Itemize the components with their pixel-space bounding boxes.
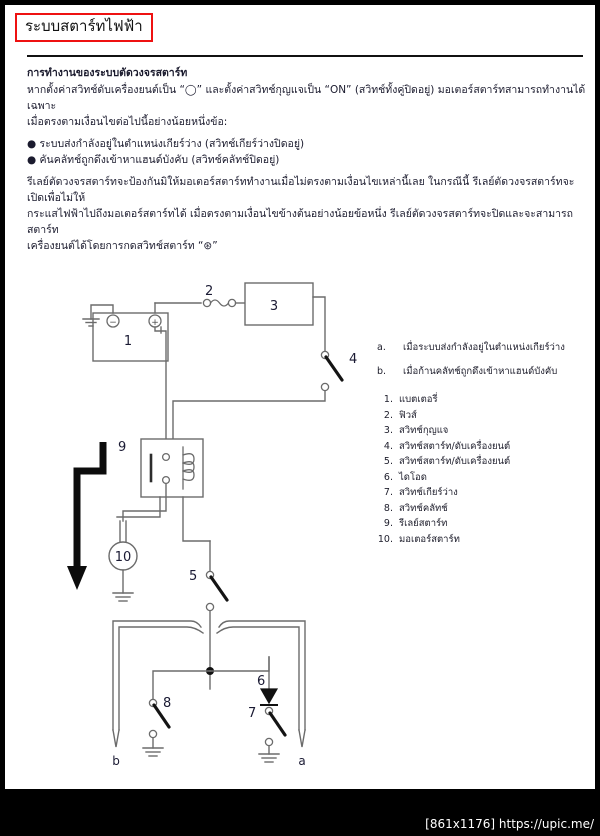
footer-bar: [861x1176] https://upic.me/ bbox=[0, 806, 600, 836]
list-item: 2. ฟิวส์ bbox=[373, 409, 588, 422]
legend-label: สวิทช์คลัทช์ bbox=[399, 502, 448, 514]
legend-label: ไดโอด bbox=[399, 471, 427, 483]
legend-key: 9. bbox=[383, 518, 393, 529]
battery-minus-terminal: − bbox=[109, 318, 117, 328]
legend-key: a. bbox=[377, 342, 386, 353]
terminal-label-a: a bbox=[298, 754, 305, 768]
legend-label: สวิทช์สตาร์ท/ดับเครื่องยนต์ bbox=[399, 456, 511, 467]
legend-label: มอเตอร์สตาร์ท bbox=[399, 533, 460, 545]
list-item: 3. สวิทช์กุญแจ bbox=[373, 424, 588, 437]
legend-label: เมื่อก้านคลัทช์ถูกดึงเข้าหาแฮนด์บังคับ bbox=[403, 366, 558, 377]
battery-plus-terminal: + bbox=[151, 318, 159, 328]
list-item: 8. สวิทช์คลัทช์ bbox=[373, 502, 588, 515]
page-title: ระบบสตาร์ทไฟฟ้า bbox=[15, 13, 153, 42]
callout-neutral-switch: 7 bbox=[248, 706, 256, 721]
legend-conditions: a. เมื่อระบบส่งกำลังอยู่ในตำแหน่งเกียร์ว… bbox=[373, 341, 588, 378]
callout-start-relay: 9 bbox=[118, 440, 126, 455]
list-item: 7. สวิทช์เกียร์ว่าง bbox=[373, 486, 588, 499]
legend-key: b. bbox=[377, 366, 387, 377]
title-divider bbox=[27, 55, 583, 57]
legend-label: เมื่อระบบส่งกำลังอยู่ในตำแหน่งเกียร์ว่าง bbox=[403, 342, 565, 353]
list-item: 5. สวิทช์สตาร์ท/ดับเครื่องยนต์ bbox=[373, 455, 588, 468]
legend-key: 7. bbox=[383, 487, 393, 498]
legend-key: 10. bbox=[377, 533, 393, 545]
list-item: 6. ไดโอด bbox=[373, 471, 588, 484]
callout-ignition-switch: 3 bbox=[270, 299, 278, 314]
legend-label: สวิทช์เกียร์ว่าง bbox=[399, 487, 458, 498]
paragraph-1: หากตั้งค่าสวิทช์ดับเครื่องยนต์เป็น “◯” แ… bbox=[27, 84, 586, 112]
callout-diode: 6 bbox=[257, 674, 265, 689]
body-text-block: การทำงานของระบบตัดวงจรสตาร์ท หากตั้งค่าส… bbox=[27, 65, 587, 254]
legend-label: สวิทช์กุญแจ bbox=[399, 425, 449, 436]
legend-key: 4. bbox=[383, 440, 393, 452]
list-item: 9. รีเลย์สตาร์ท bbox=[373, 517, 588, 530]
legend-key: 2. bbox=[383, 409, 393, 421]
callout-start-switch: 5 bbox=[189, 569, 197, 584]
list-item: 10. มอเตอร์สตาร์ท bbox=[373, 533, 588, 546]
legend-label: ฟิวส์ bbox=[399, 409, 417, 421]
legend-label: สวิทช์สตาร์ท/ดับเครื่องยนต์ bbox=[399, 440, 511, 452]
paragraph-3: รีเลย์ตัดวงจรสตาร์ทจะป้องกันมิให้มอเตอร์… bbox=[27, 176, 575, 204]
callout-battery: 1 bbox=[124, 334, 132, 349]
list-item: b. เมื่อก้านคลัทช์ถูกดึงเข้าหาแฮนด์บังคั… bbox=[373, 365, 588, 378]
bullet-1: ● ระบบส่งกำลังอยู่ในตำแหน่งเกียร์ว่าง (ส… bbox=[27, 138, 305, 150]
legend: a. เมื่อระบบส่งกำลังอยู่ในตำแหน่งเกียร์ว… bbox=[373, 341, 588, 548]
legend-parts: 1. แบตเตอรี่ 2. ฟิวส์ 3. สวิทช์กุญแจ 4. … bbox=[373, 393, 588, 546]
legend-label: รีเลย์สตาร์ท bbox=[399, 518, 448, 529]
bullet-2: ● คันคลัทช์ถูกดึงเข้าหาแฮนด์บังคับ (สวิท… bbox=[27, 154, 280, 166]
list-item: 4. สวิทช์สตาร์ท/ดับเครื่องยนต์ bbox=[373, 440, 588, 453]
list-item: a. เมื่อระบบส่งกำลังอยู่ในตำแหน่งเกียร์ว… bbox=[373, 341, 588, 354]
document-page: ระบบสตาร์ทไฟฟ้า การทำงานของระบบตัดวงจรสต… bbox=[5, 5, 595, 789]
legend-key: 5. bbox=[383, 456, 393, 467]
callout-clutch-switch: 8 bbox=[163, 696, 171, 711]
section-heading: การทำงานของระบบตัดวงจรสตาร์ท bbox=[27, 67, 188, 79]
paragraph-4: กระแสไฟฟ้าไปถึงมอเตอร์สตาร์ทได้ เมื่อตรง… bbox=[27, 208, 574, 236]
legend-label: แบตเตอรี่ bbox=[399, 394, 438, 405]
list-item: 1. แบตเตอรี่ bbox=[373, 393, 588, 406]
callout-fuse: 2 bbox=[205, 284, 213, 299]
footer-text: [861x1176] https://upic.me/ bbox=[425, 817, 594, 831]
paragraph-2: เมื่อตรงตามเงื่อนไขต่อไปนี้อย่างน้อยหนึ่… bbox=[27, 116, 228, 128]
terminal-label-b: b bbox=[112, 754, 120, 768]
legend-key: 1. bbox=[383, 394, 393, 405]
circuit-diagram: 2 3 1 4 9 10 5 6 7 8 − + b a bbox=[5, 275, 385, 775]
callout-starter-motor: 10 bbox=[115, 550, 132, 565]
legend-key: 8. bbox=[383, 502, 393, 514]
paragraph-5: เครื่องยนต์ได้โดยการกดสวิทช์สตาร์ท “⊛” bbox=[27, 240, 218, 252]
legend-key: 3. bbox=[383, 425, 393, 436]
legend-key: 6. bbox=[383, 471, 393, 483]
callout-engine-stop-switch: 4 bbox=[349, 352, 357, 367]
